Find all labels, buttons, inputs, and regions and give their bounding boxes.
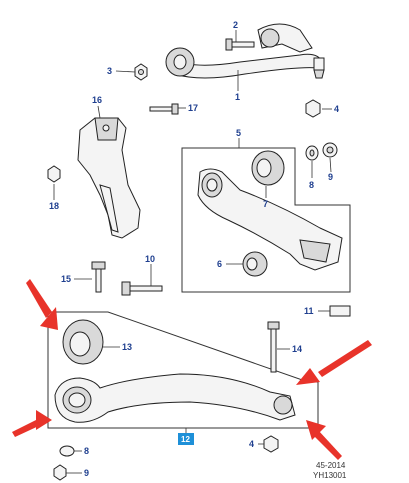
- figure-reference: 45-2014 YH13001: [313, 461, 347, 480]
- callout-9-bottom: 9: [84, 468, 89, 478]
- red-arrow-bottom-right: [306, 420, 342, 460]
- callout-4-top: 4: [334, 104, 339, 114]
- bush-13: [62, 319, 104, 365]
- ref-line-1: 45-2014: [316, 461, 346, 470]
- callout-8-top: 8: [309, 180, 314, 190]
- callout-7: 7: [263, 199, 268, 209]
- lower-arm-assembly: [197, 168, 343, 271]
- lower-control-arm-12: [54, 373, 296, 423]
- nut-9-top: [322, 142, 338, 158]
- callout-13: 13: [122, 342, 132, 352]
- red-arrow-bottom-left: [12, 410, 52, 437]
- bush-7: [251, 150, 285, 186]
- ref-line-2: YH13001: [313, 471, 347, 480]
- washer-8-bottom: [59, 445, 75, 457]
- red-arrow-top-left: [26, 279, 58, 330]
- highlight-tag-12: 12: [178, 433, 194, 445]
- leader-lines: [53, 30, 332, 474]
- callout-17: 17: [188, 103, 198, 113]
- callout-1: 1: [235, 92, 240, 102]
- nut-4-bottom: [263, 435, 279, 453]
- callout-2: 2: [233, 20, 238, 30]
- bush-6: [242, 251, 268, 277]
- inset-box-5: [181, 147, 351, 293]
- nut-9-bottom: [53, 464, 67, 481]
- nut-4-top: [305, 99, 321, 118]
- nut-11: [329, 305, 351, 317]
- callout-16: 16: [92, 95, 102, 105]
- callout-15: 15: [61, 274, 71, 284]
- bolt-17: [149, 103, 179, 115]
- bolt-15: [91, 261, 106, 293]
- callout-8-bottom: 8: [84, 446, 89, 456]
- callout-11: 11: [304, 306, 314, 316]
- bolt-14: [267, 321, 280, 373]
- callout-14: 14: [292, 344, 302, 354]
- nut-3: [134, 63, 148, 81]
- bolt-10: [121, 281, 163, 296]
- callout-labels: 2 3 1 4 16 17 5 8 9 7 18 10 6 15 11 13 1…: [49, 20, 339, 478]
- washer-8-top: [305, 145, 319, 161]
- nut-18: [47, 165, 61, 183]
- callout-3: 3: [107, 66, 112, 76]
- callout-5: 5: [236, 128, 241, 138]
- upper-control-arm: [165, 23, 325, 79]
- red-arrow-top-right: [296, 340, 372, 385]
- callout-4-bottom: 4: [249, 439, 254, 449]
- bolt-2: [225, 38, 255, 51]
- callout-9-top: 9: [328, 172, 333, 182]
- callout-6: 6: [217, 259, 222, 269]
- svg-text:12: 12: [181, 435, 190, 444]
- callout-10: 10: [145, 254, 155, 264]
- bracket-16: [77, 117, 141, 239]
- callout-18: 18: [49, 201, 59, 211]
